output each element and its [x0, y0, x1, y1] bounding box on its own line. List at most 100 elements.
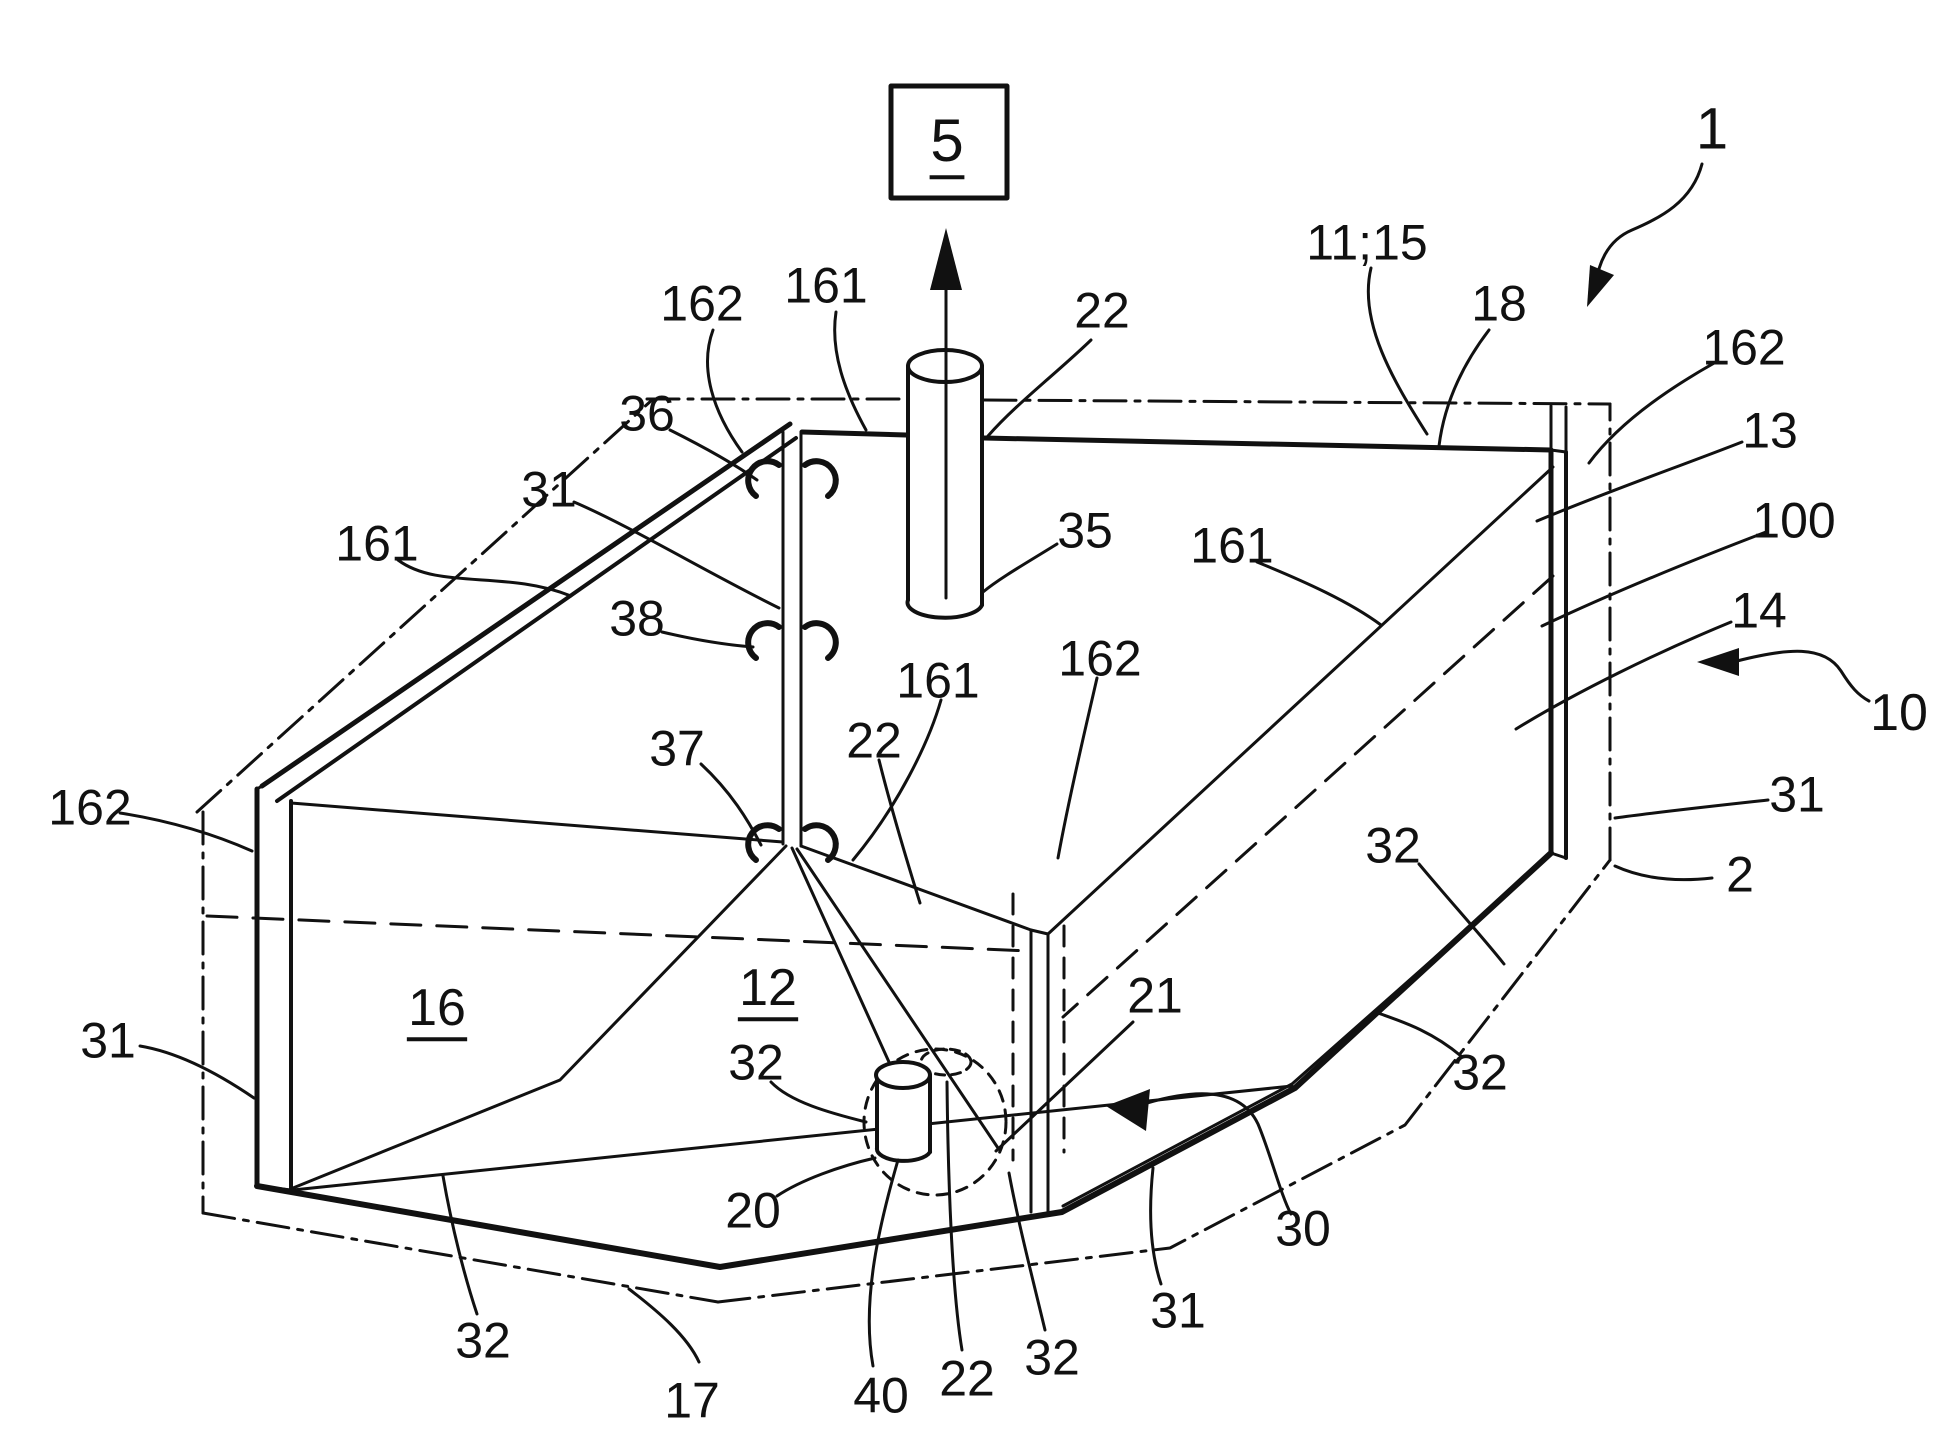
ref-161-left: 161 — [335, 516, 418, 572]
ref-30: 30 — [1275, 1201, 1331, 1257]
sump-cylinder-sides — [875, 1073, 932, 1154]
ref-40: 40 — [853, 1368, 909, 1424]
ref-16: 16 — [408, 979, 466, 1037]
top-rim-left-of-pipe — [799, 429, 909, 438]
ref-10: 10 — [1870, 684, 1928, 742]
leader-17 — [627, 1287, 701, 1364]
ref-32-bottomleft: 32 — [455, 1313, 511, 1369]
leader-20 — [775, 1156, 877, 1198]
ref-100: 100 — [1752, 493, 1835, 549]
hidden-level-line — [205, 914, 1031, 953]
top-rim-right-of-pipe — [981, 435, 1554, 453]
ref-161-top: 161 — [784, 258, 867, 314]
leader-31-bottom — [1149, 1166, 1163, 1286]
arrow-10-head — [1697, 648, 1739, 676]
bracket-hook-37-right — [802, 822, 839, 863]
ref-162-topright: 162 — [1702, 320, 1785, 376]
arrow-30-head — [1106, 1089, 1150, 1131]
leader-13 — [1535, 440, 1744, 523]
leader-38 — [660, 630, 755, 649]
ref-32-rightface: 32 — [1365, 818, 1421, 874]
ref-5: 5 — [930, 107, 963, 174]
leader-31-farleft — [138, 1044, 256, 1100]
ref-32-bottomright: 32 — [1452, 1045, 1508, 1101]
leader-162-topleft — [706, 328, 744, 454]
ref-11-15: 11;15 — [1306, 215, 1427, 271]
bracket-hook-37-left — [745, 822, 782, 863]
leader-37 — [699, 762, 763, 847]
leader-35 — [981, 542, 1059, 594]
ref-1: 1 — [1696, 96, 1728, 161]
leader-32-bottomright — [1376, 1011, 1463, 1058]
inner-post-cap — [1029, 928, 1050, 936]
leader-31-right — [1613, 798, 1770, 820]
ref-31-bottom: 31 — [1150, 1283, 1206, 1339]
ref-32-bottomcenter: 32 — [1024, 1330, 1080, 1386]
ref-22-bottom: 22 — [939, 1351, 995, 1407]
leader-161-left — [396, 558, 573, 598]
ref-20: 20 — [725, 1183, 781, 1239]
left-post-caps — [255, 784, 293, 1192]
ref-161-midright: 161 — [1190, 518, 1273, 574]
leader-162-farleft — [118, 811, 254, 853]
phantom-slope-left — [195, 398, 654, 814]
leader-31-upperleft — [572, 500, 781, 610]
leader-18 — [1437, 328, 1491, 448]
hidden-diagonal-162 — [1061, 574, 1555, 1019]
leader-11-15 — [1366, 266, 1429, 436]
bracket-hook-38-left — [745, 620, 782, 661]
ref-31-farleft: 31 — [80, 1013, 136, 1069]
ref-22-mid: 22 — [846, 713, 902, 769]
right-post-extension — [1549, 404, 1568, 454]
ref-2: 2 — [1726, 847, 1754, 903]
bracket-hook-38-right — [802, 620, 839, 661]
ref-162-topleft: 162 — [660, 276, 743, 332]
phantom-bottom-right — [716, 858, 1612, 1304]
pipe-bottom — [905, 598, 984, 620]
ref-32-center: 32 — [728, 1035, 784, 1091]
ref-17: 17 — [664, 1373, 720, 1429]
leader-line-21 — [994, 1020, 1135, 1153]
ref-14: 14 — [1731, 583, 1787, 639]
sump-cylinder-body — [876, 1075, 930, 1161]
leader-32-rightface — [1417, 862, 1506, 966]
top-slope-inner-edge — [275, 436, 798, 803]
ref-38: 38 — [609, 591, 665, 647]
leader-161-top — [833, 310, 868, 432]
leader-162-topright — [1587, 360, 1718, 465]
bottom-inner-edge-right — [1061, 859, 1546, 1208]
leader-2 — [1613, 864, 1714, 882]
ref-31-upperleft: 31 — [521, 462, 577, 518]
ref-162-mid: 162 — [1058, 631, 1141, 687]
bracket-hook-36-left — [745, 458, 782, 499]
sump-cylinder-top — [874, 1060, 932, 1090]
ref-31-right: 31 — [1769, 767, 1825, 823]
outlet-dashed-ellipse — [919, 1047, 973, 1077]
ref-37: 37 — [649, 721, 705, 777]
top-slope-outer-edge — [259, 421, 793, 789]
bracket-hook-36-right — [802, 458, 839, 499]
arrow-10-tail — [1735, 649, 1871, 703]
leader-100 — [1540, 530, 1768, 628]
leader-14 — [1514, 620, 1733, 731]
reference-box-5 — [888, 83, 1010, 201]
rear-wall-diagonal-161 — [1046, 465, 1555, 936]
ref-35: 35 — [1057, 503, 1113, 559]
pipe-sides — [906, 364, 984, 607]
leader-32-bottomleft — [441, 1174, 479, 1316]
bottom-outline — [254, 850, 1554, 1270]
leader-161-mid — [851, 698, 943, 862]
ref-21: 21 — [1127, 968, 1183, 1024]
leader-32-center — [769, 1080, 868, 1124]
leader-22-mid — [877, 758, 922, 905]
leader-40 — [867, 1158, 900, 1368]
arrow-1-head — [1587, 265, 1614, 307]
leader-162-mid — [1056, 676, 1099, 860]
hopper-valley-left — [291, 844, 788, 1190]
flow-arrowhead — [930, 228, 962, 290]
ref-36: 36 — [619, 386, 675, 442]
hopper-slope-to-sump-right — [795, 847, 1000, 1150]
ref-12: 12 — [739, 959, 797, 1017]
